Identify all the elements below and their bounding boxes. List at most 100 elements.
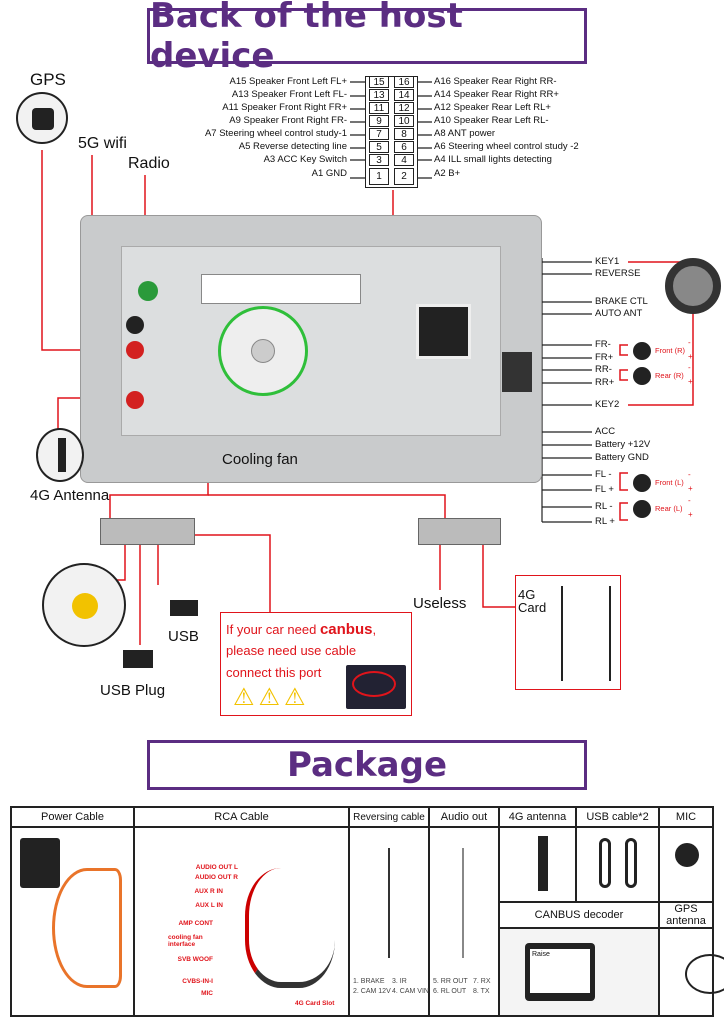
- speaker-label: Front (L): [655, 478, 684, 487]
- pin-label-right: A6 Steering wheel control study -2: [434, 141, 579, 152]
- pin-number: 11: [369, 102, 389, 114]
- pin-number: 14: [394, 89, 414, 101]
- harness-wire-label: FR-: [595, 339, 611, 350]
- pin-label-left: A13 Speaker Front Left FL-: [231, 89, 347, 100]
- pin-label-right: A4 ILL small lights detecting: [434, 154, 552, 165]
- audio-legend-5: 5. RR OUT: [433, 978, 468, 985]
- radio-label: Radio: [128, 155, 170, 172]
- rca-label: AUDIO OUT L: [195, 864, 238, 871]
- radio-port: [138, 281, 158, 301]
- wifi-port: [126, 316, 144, 334]
- harness-wire-label: RL -: [595, 501, 613, 512]
- useless-label: Useless: [413, 595, 467, 612]
- canbus-port-photo: [346, 665, 406, 709]
- canbus-comma: ,: [372, 622, 377, 637]
- gps-port: [126, 341, 144, 359]
- harness-wire-label: Battery +12V: [595, 439, 651, 450]
- harness-wire-label: Battery GND: [595, 452, 649, 463]
- col-canbus-decoder: CANBUS decoder: [498, 901, 660, 929]
- rca-slot-label: 4G Card Slot: [295, 1000, 335, 1007]
- usb-cable-photo-1: [599, 838, 611, 888]
- speaker-icon: [633, 474, 651, 492]
- pin-number: 6: [394, 141, 414, 153]
- harness-wire-label: AUTO ANT: [595, 308, 643, 319]
- rca-label: MIC: [201, 990, 213, 997]
- pin-number: 7: [369, 128, 389, 140]
- rev-legend-2: 2. CAM 12V: [353, 988, 391, 995]
- rca-label: cooling fan interface: [168, 934, 203, 948]
- col-reversing-cable: Reversing cable: [348, 806, 430, 828]
- speaker-label: Rear (L): [655, 504, 683, 513]
- polarity-minus: -: [688, 338, 691, 347]
- pin-label-right: A8 ANT power: [434, 128, 496, 139]
- antenna-4g-photo: [538, 836, 548, 891]
- col-rca-cable: RCA Cable: [133, 806, 350, 828]
- usb-cable-cell: [575, 826, 660, 903]
- pin-number: 2: [394, 168, 414, 185]
- pin-label-left: A7 Steering wheel control study-1: [204, 128, 347, 139]
- canbus-emphasis: canbus: [319, 621, 373, 638]
- speaker-icon: [633, 367, 651, 385]
- canbus-line3: connect this port: [226, 665, 322, 680]
- pin-number: 3: [369, 154, 389, 166]
- polarity-minus: -: [688, 496, 691, 505]
- polarity-plus: +: [688, 352, 693, 361]
- usb-cable-photo-2: [625, 838, 637, 888]
- main-socket: [201, 274, 361, 304]
- power-cable-image: [20, 838, 60, 888]
- pin-label-right: A12 Speaker Rear Left RL+: [434, 102, 551, 113]
- lower-connector-right: [418, 518, 501, 545]
- pin-number: 13: [369, 89, 389, 101]
- harness-wire-label: KEY2: [595, 399, 620, 410]
- pin-number: 16: [394, 76, 414, 88]
- audio-legend-6: 6. RL OUT: [433, 988, 467, 995]
- gps-antenna-cell: [658, 927, 724, 1017]
- pin-label-left: A3 ACC Key Switch: [263, 154, 347, 165]
- rca-label: SVB WOOF: [177, 956, 213, 963]
- pin-number: 12: [394, 102, 414, 114]
- harness-wire-label: FL +: [595, 484, 614, 495]
- antenna-port: [126, 391, 144, 409]
- col-gps-antenna: GPS antenna: [658, 901, 714, 929]
- usb-image: [170, 600, 198, 616]
- package-title: Package: [286, 745, 448, 785]
- col-usb-cable: USB cable*2: [575, 806, 660, 828]
- antenna-4g-image: [36, 428, 84, 482]
- rca-cable-image: [245, 868, 335, 988]
- harness-wire-label: RR-: [595, 364, 612, 375]
- canbus-decoder-cell: Raise: [498, 927, 660, 1017]
- antenna-4g-label: 4G Antenna: [30, 487, 110, 504]
- polarity-plus: +: [688, 484, 693, 493]
- wifi-label: 5G wifi: [78, 135, 127, 152]
- harness-wire-label: FL -: [595, 469, 612, 480]
- rev-legend-4: 4. CAM VIN: [392, 988, 429, 995]
- rev-legend-1: 1. BRAKE: [353, 978, 385, 985]
- rca-label: AMP CONT: [178, 920, 213, 927]
- audio-cable-image: [462, 848, 464, 958]
- polarity-plus: +: [688, 377, 693, 386]
- col-mic: MIC: [658, 806, 714, 828]
- pin-label-right: A10 Speaker Rear Left RL-: [434, 115, 549, 126]
- cooling-fan-label: Cooling fan: [222, 451, 298, 468]
- pin-label-right: A14 Speaker Rear Right RR+: [434, 89, 559, 100]
- rca-label: CVBS-IN-I: [182, 978, 213, 985]
- steering-wheel-image: [665, 258, 721, 314]
- warning-icons: ⚠⚠⚠: [233, 684, 310, 711]
- gps-label: GPS: [30, 70, 66, 89]
- antenna-4g-cell: [498, 826, 577, 903]
- harness-wire-label: FR+: [595, 352, 614, 363]
- power-wires: [52, 868, 122, 988]
- mic-photo: [675, 843, 699, 867]
- pin-number: 8: [394, 128, 414, 140]
- harness-wire-label: ACC: [595, 426, 616, 437]
- rca-label: AUX L IN: [195, 902, 223, 909]
- canbus-socket: [416, 304, 471, 359]
- canbus-note-box: If your car need canbus, please need use…: [220, 612, 412, 716]
- pin-label-right: A2 B+: [434, 168, 461, 179]
- decoder-label: Raise: [530, 949, 590, 993]
- col-power-cable: Power Cable: [10, 806, 135, 828]
- pin-number: 1: [369, 168, 389, 185]
- harness-wire-label: REVERSE: [595, 268, 641, 279]
